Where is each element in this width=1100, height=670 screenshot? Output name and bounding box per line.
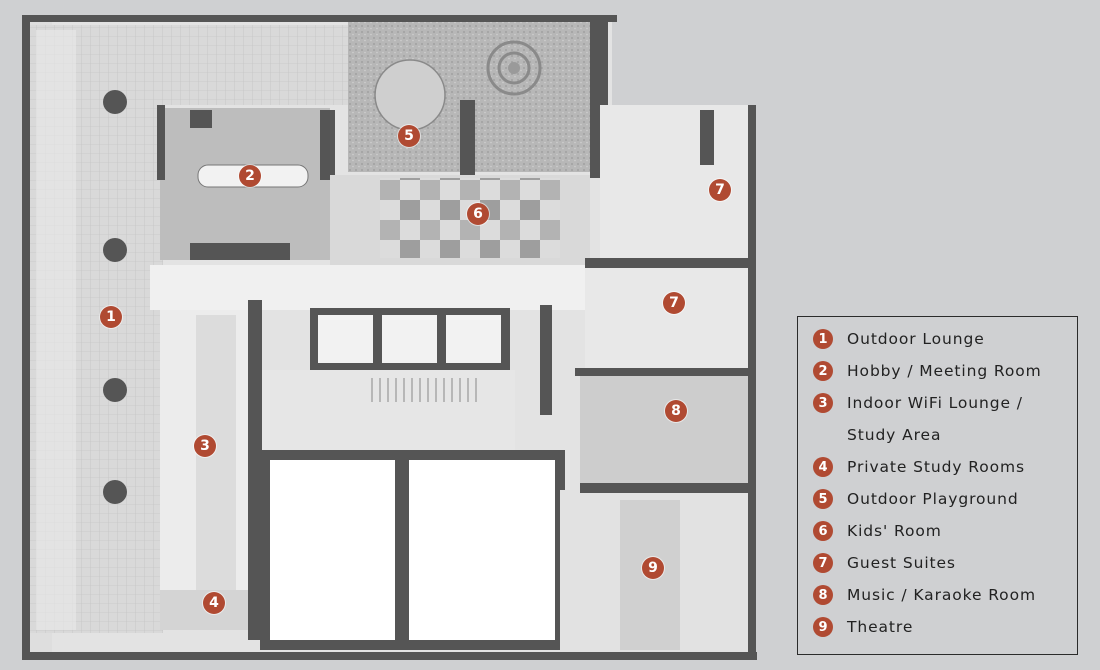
plan-marker-7b: 7 — [663, 292, 685, 314]
main-corridor — [150, 265, 600, 310]
music-room-floor — [580, 375, 750, 485]
legend-label: Guest Suites — [847, 554, 956, 572]
legend-label: Hobby / Meeting Room — [847, 362, 1042, 380]
plan-marker-4: 4 — [203, 592, 225, 614]
legend-number: 4 — [813, 457, 833, 477]
legend-item: 8 Music / Karaoke Room — [813, 585, 1077, 617]
legend-label: Theatre — [847, 618, 914, 636]
legend-item: 5 Outdoor Playground — [813, 489, 1077, 521]
legend-label: Outdoor Lounge — [847, 330, 985, 348]
legend-item: 4 Private Study Rooms — [813, 457, 1077, 489]
legend-label: Outdoor Playground — [847, 490, 1019, 508]
legend-item: 7 Guest Suites — [813, 553, 1077, 585]
plan-marker-3: 3 — [194, 435, 216, 457]
legend-box: 1 Outdoor Lounge 2 Hobby / Meeting Room … — [797, 316, 1078, 655]
legend-number: 6 — [813, 521, 833, 541]
legend-label: Music / Karaoke Room — [847, 586, 1036, 604]
legend-item: 3 Indoor WiFi Lounge / Study Area — [813, 393, 1077, 457]
plan-marker-5: 5 — [398, 125, 420, 147]
plan-marker-2: 2 — [239, 165, 261, 187]
legend-label: Private Study Rooms — [847, 458, 1025, 476]
legend-number: 5 — [813, 489, 833, 509]
legend-label: Kids' Room — [847, 522, 942, 540]
legend-item: 9 Theatre — [813, 617, 1077, 649]
legend-number: 9 — [813, 617, 833, 637]
legend-number: 2 — [813, 361, 833, 381]
legend-number: 3 — [813, 393, 833, 413]
legend-number: 8 — [813, 585, 833, 605]
plan-marker-1: 1 — [100, 306, 122, 328]
plan-marker-9: 9 — [642, 557, 664, 579]
guest-suite-middle — [585, 265, 750, 370]
legend-item: 1 Outdoor Lounge — [813, 329, 1077, 361]
open-hall — [260, 450, 565, 650]
legend-item: 6 Kids' Room — [813, 521, 1077, 553]
legend-item: 2 Hobby / Meeting Room — [813, 361, 1077, 393]
legend-number: 1 — [813, 329, 833, 349]
plan-marker-7a: 7 — [709, 179, 731, 201]
plan-marker-8: 8 — [665, 400, 687, 422]
floor-plan: 1 2 3 4 5 6 7 7 8 9 — [22, 15, 757, 660]
legend-label: Indoor WiFi Lounge / Study Area — [847, 394, 1023, 444]
plan-marker-6: 6 — [467, 203, 489, 225]
legend-number: 7 — [813, 553, 833, 573]
floor-plan-drawing — [22, 15, 757, 660]
